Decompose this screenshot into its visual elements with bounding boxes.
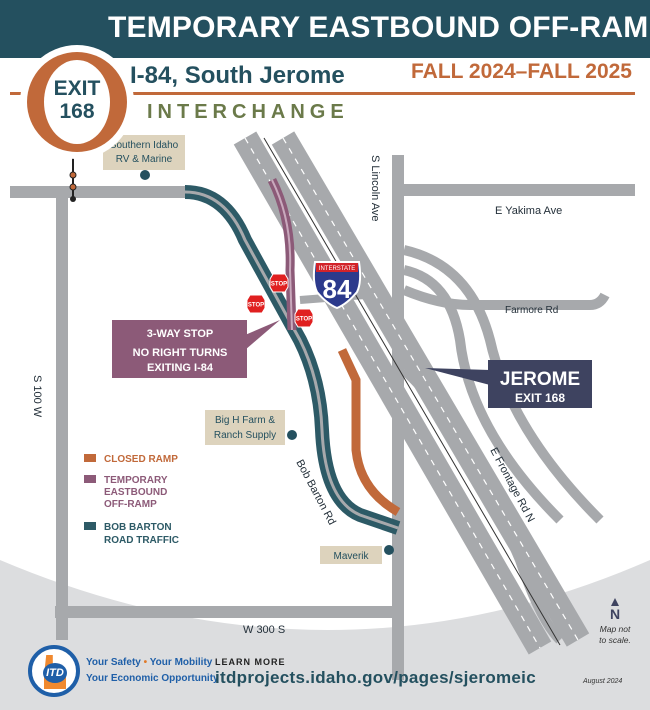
itd-mark-icon: ITD <box>43 663 67 683</box>
legend: CLOSED RAMP TEMPORARY EASTBOUND OFF-RAMP… <box>84 454 179 546</box>
tagline: Your Safety • Your Mobility Your Economi… <box>86 657 219 684</box>
svg-text:JEROME: JEROME <box>500 369 580 390</box>
svg-text:OFF-RAMP: OFF-RAMP <box>104 499 157 510</box>
closed-ramp <box>337 348 401 516</box>
header-bar: TEMPORARY EASTBOUND OFF-RAMP <box>0 0 650 58</box>
place-maverik: Maverik <box>320 545 394 564</box>
svg-text:STOP: STOP <box>248 303 264 309</box>
svg-text:Maverik: Maverik <box>333 551 369 562</box>
interstate-84-shield: INTERSTATE 84 <box>312 261 362 310</box>
legend-temporary-ramp: TEMPORARY EASTBOUND OFF-RAMP <box>84 475 168 510</box>
svg-text:STOP: STOP <box>296 317 312 323</box>
learn-more-label: LEARN MORE <box>215 657 286 667</box>
north-arrow-icon <box>611 598 619 606</box>
subtitle-interchange: INTERCHANGE <box>147 101 349 123</box>
svg-text:NO RIGHT TURNS: NO RIGHT TURNS <box>133 347 228 359</box>
svg-text:STOP: STOP <box>271 282 287 288</box>
map-date: August 2024 <box>583 678 623 685</box>
subtitle: I-84, South Jerome <box>130 62 345 89</box>
ramp-east-1 <box>402 265 564 524</box>
callout-jerome-exit: JEROME EXIT 168 <box>425 360 592 408</box>
legend-bob-barton-traffic: BOB BARTON ROAD TRAFFIC <box>84 522 179 546</box>
svg-text:TEMPORARY: TEMPORARY <box>104 475 168 486</box>
svg-text:EXIT 168: EXIT 168 <box>515 391 565 405</box>
temporary-off-ramp <box>267 177 297 331</box>
stop-sign: STOP <box>246 294 266 314</box>
svg-text:EASTBOUND: EASTBOUND <box>104 487 167 498</box>
stop-sign: STOP <box>294 308 314 328</box>
svg-text:INTERSTATE: INTERSTATE <box>319 266 355 272</box>
ramp-east-2 <box>402 245 604 524</box>
exit-label: EXIT <box>53 77 101 100</box>
exit-number: 168 <box>59 100 95 123</box>
svg-text:3-WAY STOP: 3-WAY STOP <box>147 328 213 340</box>
svg-text:ROAD TRAFFIC: ROAD TRAFFIC <box>104 535 179 546</box>
stop-sign: STOP <box>269 273 289 293</box>
north-label: N <box>609 606 621 622</box>
svg-text:Southern Idaho: Southern Idaho <box>110 140 179 151</box>
tagline-safety: Your Safety <box>86 657 141 668</box>
bob-barton-traffic <box>184 185 401 535</box>
tagline-economic: Your Economic Opportunity <box>86 673 219 684</box>
exit-badge: EXIT 168 <box>44 60 110 144</box>
label-w-300-s: W 300 S <box>243 624 285 636</box>
road-farmore-rd <box>402 285 610 310</box>
label-farmore-rd: Farmore Rd <box>505 305 558 316</box>
tagline-mobility: Your Mobility <box>149 657 213 668</box>
title-rule <box>125 92 635 95</box>
svg-text:RV & Marine: RV & Marine <box>116 154 173 165</box>
callout-3-way-stop: 3-WAY STOP NO RIGHT TURNS EXITING I-84 <box>112 320 280 378</box>
place-big-h: Big H Farm & Ranch Supply <box>205 410 297 445</box>
svg-text:CLOSED RAMP: CLOSED RAMP <box>104 454 178 465</box>
title-rule-left <box>10 92 24 95</box>
label-s-lincoln-ave: S Lincoln Ave <box>369 155 381 221</box>
svg-text:BOB BARTON: BOB BARTON <box>104 522 172 533</box>
itd-logo: ITD <box>28 645 80 697</box>
svg-text:84: 84 <box>323 274 352 304</box>
page-title: TEMPORARY EASTBOUND OFF-RAMP <box>108 11 650 44</box>
interstate-84 <box>233 131 590 655</box>
legend-closed-ramp: CLOSED RAMP <box>84 454 178 465</box>
project-dates: FALL 2024–FALL 2025 <box>410 60 632 83</box>
svg-text:Ranch Supply: Ranch Supply <box>214 430 276 441</box>
svg-text:Big H Farm &: Big H Farm & <box>215 415 275 426</box>
stop-signs: STOP STOP STOP <box>246 273 314 328</box>
label-s-100-w: S 100 W <box>31 375 43 418</box>
label-e-yakima-ave: E Yakima Ave <box>495 205 562 217</box>
place-rv-marine: Southern Idaho RV & Marine <box>103 135 185 180</box>
svg-text:EXITING I-84: EXITING I-84 <box>147 362 214 374</box>
project-url-link[interactable]: itdprojects.idaho.gov/pages/sjeromeic <box>215 668 536 687</box>
